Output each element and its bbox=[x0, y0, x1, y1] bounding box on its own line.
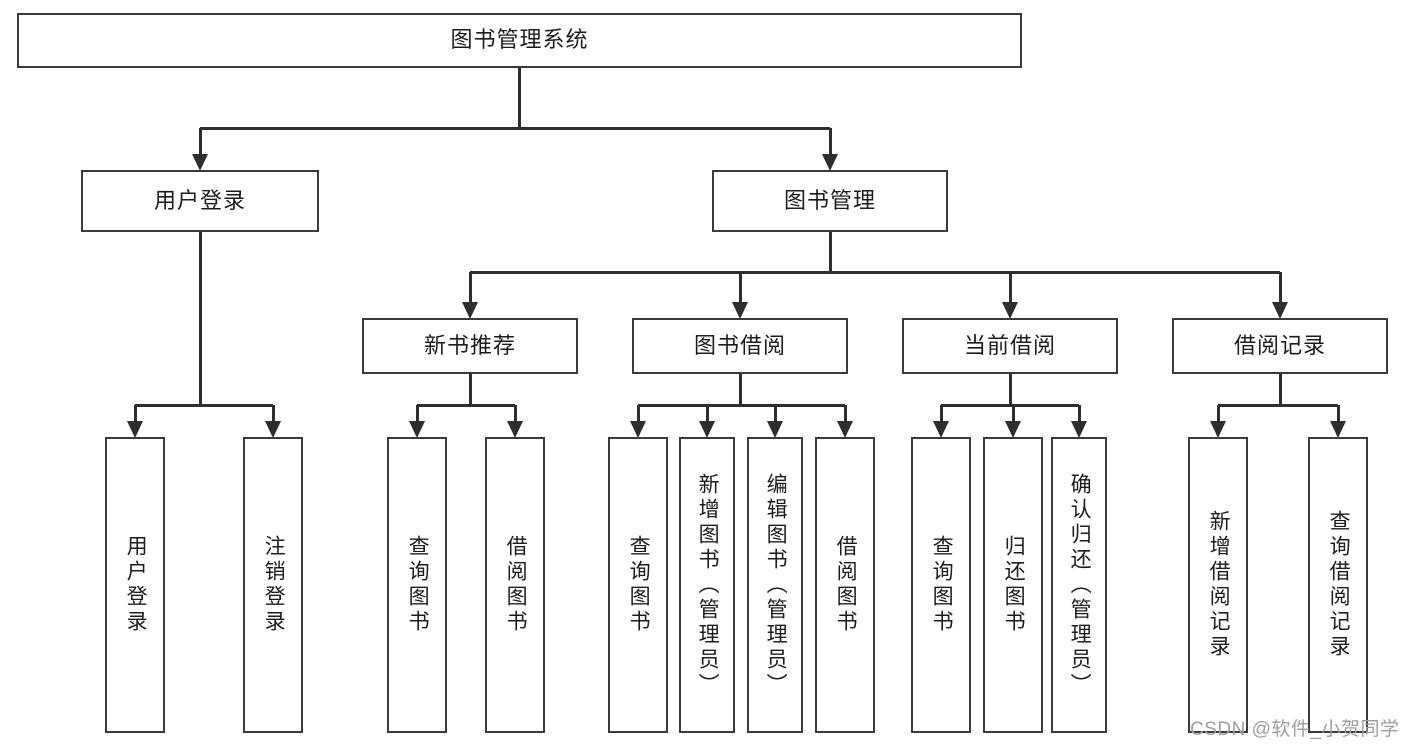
connector-vertical bbox=[843, 405, 847, 422]
node-book-borrow[interactable]: 图书借阅 bbox=[632, 318, 848, 374]
node-label: 当前借阅 bbox=[963, 332, 1056, 358]
connector-vertical bbox=[636, 405, 640, 422]
connector-vertical bbox=[705, 405, 709, 422]
connector-horizontal bbox=[417, 403, 515, 407]
node-label: 编辑图书（管理员） bbox=[764, 472, 788, 698]
connector-vertical bbox=[1011, 405, 1015, 422]
connector-vertical bbox=[513, 405, 517, 422]
connector-vertical bbox=[1278, 272, 1282, 303]
connector-arrowhead bbox=[1005, 421, 1021, 438]
connector-vertical bbox=[415, 405, 419, 422]
node-label: 新书推荐 bbox=[423, 332, 516, 358]
node-label: 借阅图书 bbox=[834, 535, 858, 635]
connector-vertical bbox=[828, 232, 832, 272]
node-leaf-edit-book-admin[interactable]: 编辑图书（管理员） bbox=[747, 437, 803, 733]
node-label: 确认归还（管理员） bbox=[1068, 472, 1092, 698]
connector-arrowhead bbox=[630, 421, 646, 438]
connector-arrowhead bbox=[1210, 421, 1226, 438]
connector-arrowhead bbox=[732, 302, 748, 319]
connector-vertical bbox=[738, 272, 742, 303]
connector-arrowhead bbox=[462, 302, 478, 319]
connector-vertical bbox=[198, 128, 202, 155]
connector-arrowhead bbox=[507, 421, 523, 438]
node-label: 新增图书（管理员） bbox=[696, 472, 720, 698]
node-leaf-query-borrow-record[interactable]: 查询借阅记录 bbox=[1308, 437, 1368, 733]
connector-horizontal bbox=[1218, 403, 1338, 407]
node-label: 查询图书 bbox=[930, 535, 954, 635]
connector-vertical bbox=[773, 405, 777, 422]
connector-arrowhead bbox=[409, 421, 425, 438]
connector-arrowhead bbox=[822, 154, 838, 171]
node-leaf-query-book-3[interactable]: 查询图书 bbox=[911, 437, 971, 733]
node-leaf-user-login[interactable]: 用户登录 bbox=[105, 437, 165, 733]
node-root-system[interactable]: 图书管理系统 bbox=[17, 13, 1022, 68]
connector-vertical bbox=[198, 232, 202, 405]
node-leaf-borrow-book-2[interactable]: 借阅图书 bbox=[815, 437, 875, 733]
connector-vertical bbox=[271, 405, 275, 422]
node-label: 借阅记录 bbox=[1233, 332, 1326, 358]
node-new-book-rec[interactable]: 新书推荐 bbox=[362, 318, 578, 374]
connector-vertical bbox=[468, 374, 472, 405]
connector-vertical bbox=[1216, 405, 1220, 422]
connector-arrowhead bbox=[1272, 302, 1288, 319]
connector-horizontal bbox=[638, 403, 845, 407]
node-label: 图书管理系统 bbox=[450, 27, 589, 53]
connector-arrowhead bbox=[767, 421, 783, 438]
node-leaf-return-book[interactable]: 归还图书 bbox=[983, 437, 1043, 733]
connector-horizontal bbox=[200, 126, 830, 130]
node-leaf-logout-login[interactable]: 注销登录 bbox=[243, 437, 303, 733]
node-leaf-query-book-2[interactable]: 查询图书 bbox=[608, 437, 668, 733]
connector-arrowhead bbox=[699, 421, 715, 438]
node-borrow-record[interactable]: 借阅记录 bbox=[1172, 318, 1388, 374]
connector-vertical bbox=[1008, 374, 1012, 405]
connector-horizontal bbox=[470, 270, 1280, 274]
connector-vertical bbox=[939, 405, 943, 422]
node-label: 用户登录 bbox=[124, 535, 148, 635]
node-label: 借阅图书 bbox=[504, 535, 528, 635]
connector-vertical bbox=[468, 272, 472, 303]
connector-vertical bbox=[1336, 405, 1340, 422]
connector-arrowhead bbox=[192, 154, 208, 171]
node-leaf-borrow-book-1[interactable]: 借阅图书 bbox=[485, 437, 545, 733]
node-label: 图书管理 bbox=[783, 187, 876, 213]
connector-arrowhead bbox=[1002, 302, 1018, 319]
connector-vertical bbox=[133, 405, 137, 422]
connector-vertical bbox=[1278, 374, 1282, 405]
connector-vertical bbox=[828, 128, 832, 155]
node-leaf-confirm-return[interactable]: 确认归还（管理员） bbox=[1051, 437, 1107, 733]
connector-vertical bbox=[1008, 272, 1012, 303]
node-leaf-query-book-1[interactable]: 查询图书 bbox=[387, 437, 447, 733]
node-label: 查询图书 bbox=[406, 535, 430, 635]
node-user-login[interactable]: 用户登录 bbox=[81, 170, 319, 232]
node-book-manage[interactable]: 图书管理 bbox=[712, 170, 948, 232]
connector-arrowhead bbox=[265, 421, 281, 438]
node-leaf-add-borrow-record[interactable]: 新增借阅记录 bbox=[1188, 437, 1248, 733]
node-label: 新增借阅记录 bbox=[1207, 510, 1231, 660]
connector-horizontal bbox=[135, 403, 273, 407]
connector-arrowhead bbox=[127, 421, 143, 438]
node-label: 查询图书 bbox=[627, 535, 651, 635]
node-label: 图书借阅 bbox=[693, 332, 786, 358]
node-label: 查询借阅记录 bbox=[1327, 510, 1351, 660]
connector-arrowhead bbox=[837, 421, 853, 438]
connector-vertical bbox=[1077, 405, 1081, 422]
connector-vertical bbox=[518, 68, 521, 128]
connector-arrowhead bbox=[1330, 421, 1346, 438]
connector-arrowhead bbox=[1071, 421, 1087, 438]
connector-arrowhead bbox=[933, 421, 949, 438]
node-leaf-add-book-admin[interactable]: 新增图书（管理员） bbox=[679, 437, 735, 733]
node-label: 归还图书 bbox=[1002, 535, 1026, 635]
node-label: 注销登录 bbox=[262, 535, 286, 635]
connector-horizontal bbox=[941, 403, 1079, 407]
node-label: 用户登录 bbox=[153, 187, 246, 213]
connector-vertical bbox=[738, 374, 742, 405]
node-current-borrow[interactable]: 当前借阅 bbox=[902, 318, 1118, 374]
